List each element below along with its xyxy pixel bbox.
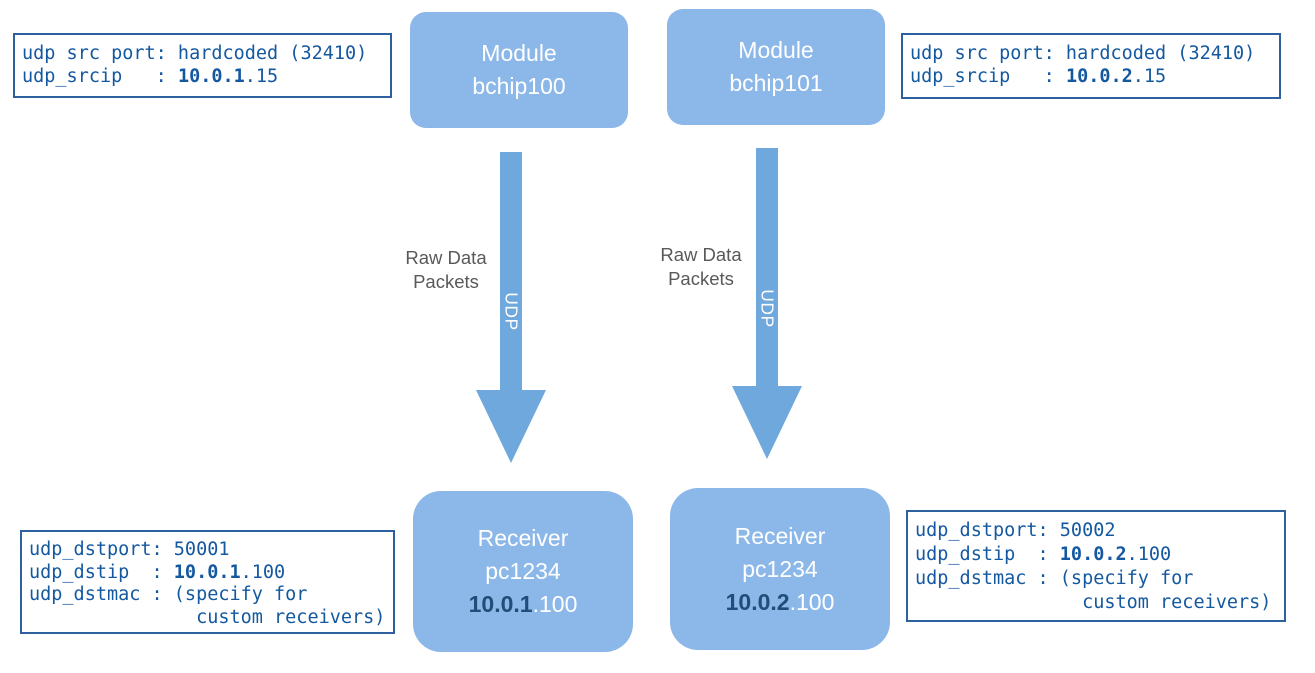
ip-host-part: .15 bbox=[244, 66, 279, 87]
node-ip: 10.0.2.100 bbox=[726, 586, 835, 619]
node-title: Module bbox=[738, 37, 814, 63]
flow-label-line: Packets bbox=[413, 271, 479, 292]
udp-dest-note-left: udp_dstport: 50001 udp_dstip : 10.0.1.10… bbox=[20, 530, 395, 634]
node-subtitle: pc1234 bbox=[742, 555, 818, 582]
flow-label-line: Raw Data bbox=[660, 244, 742, 265]
ip-subnet-highlight: 10.0.1 bbox=[173, 561, 241, 583]
raw-data-packets-label-right: Raw Data Packets bbox=[641, 243, 761, 291]
node-subtitle: bchip100 bbox=[472, 73, 566, 99]
note-field-label: udp_srcip : bbox=[22, 66, 178, 87]
note-line: udp_dstip : 10.0.2.100 bbox=[915, 543, 1277, 567]
note-line: udp_dstmac : (specify for bbox=[29, 584, 308, 605]
ip-host-part: .100 bbox=[789, 588, 835, 615]
node-title: Module bbox=[481, 40, 557, 66]
flow-label-line: Packets bbox=[668, 268, 734, 289]
ip-subnet-highlight: 10.0.2 bbox=[1059, 544, 1127, 565]
note-line: custom receivers) bbox=[29, 606, 386, 628]
ip-host-part: .100 bbox=[532, 591, 578, 617]
flow-label-line: Raw Data bbox=[405, 247, 487, 268]
node-title: Receiver bbox=[477, 525, 569, 551]
udp-source-note-left: udp src port: hardcoded (32410) udp_srci… bbox=[13, 33, 392, 98]
node-title: Receiver bbox=[734, 522, 826, 549]
receiver-pc1234-right-node: Receiver pc1234 10.0.2.100 bbox=[670, 488, 890, 650]
note-field-label: udp_dstip : bbox=[915, 544, 1060, 565]
ip-subnet-highlight: 10.0.1 bbox=[177, 66, 245, 87]
udp-arrow-shaft-right bbox=[756, 148, 778, 388]
note-line: udp src port: hardcoded (32410) bbox=[22, 43, 368, 64]
udp-dest-note-right: udp_dstport: 50002 udp_dstip : 10.0.2.10… bbox=[906, 510, 1286, 622]
receiver-pc1234-left-node: Receiver pc1234 10.0.1.100 bbox=[413, 491, 633, 652]
udp-source-note-right: udp src port: hardcoded (32410) udp_srci… bbox=[901, 33, 1281, 99]
note-line: udp_srcip : 10.0.2.15 bbox=[910, 65, 1272, 88]
ip-subnet-highlight: 10.0.2 bbox=[725, 588, 790, 615]
udp-arrow-head-right bbox=[732, 386, 802, 459]
ip-host-part: .100 bbox=[1126, 544, 1172, 565]
note-line: udp_dstip : 10.0.1.100 bbox=[29, 562, 386, 585]
ip-host-part: .15 bbox=[1132, 66, 1167, 87]
node-ip: 10.0.1.100 bbox=[469, 588, 578, 621]
note-line: udp_dstmac : (specify for bbox=[915, 568, 1194, 589]
note-line: udp_dstport: 50002 bbox=[915, 520, 1116, 541]
note-field-label: udp_dstip : bbox=[29, 561, 174, 583]
ip-subnet-highlight: 10.0.2 bbox=[1065, 66, 1133, 87]
note-line: udp src port: hardcoded (32410) bbox=[910, 43, 1256, 64]
ip-host-part: .100 bbox=[240, 561, 286, 583]
udp-arrow-shaft-left bbox=[500, 152, 522, 392]
ip-subnet-highlight: 10.0.1 bbox=[468, 591, 533, 617]
module-bchip101-node: Module bchip101 bbox=[667, 9, 885, 125]
raw-data-packets-label-left: Raw Data Packets bbox=[386, 246, 506, 294]
module-bchip100-node: Module bchip100 bbox=[410, 12, 628, 128]
note-line: udp_dstport: 50001 bbox=[29, 539, 230, 560]
node-subtitle: bchip101 bbox=[729, 70, 823, 96]
udp-arrow-head-left bbox=[476, 390, 546, 463]
note-field-label: udp_srcip : bbox=[910, 66, 1066, 87]
note-line: udp_srcip : 10.0.1.15 bbox=[22, 65, 383, 88]
note-line: custom receivers) bbox=[915, 592, 1272, 613]
node-subtitle: pc1234 bbox=[485, 558, 561, 584]
